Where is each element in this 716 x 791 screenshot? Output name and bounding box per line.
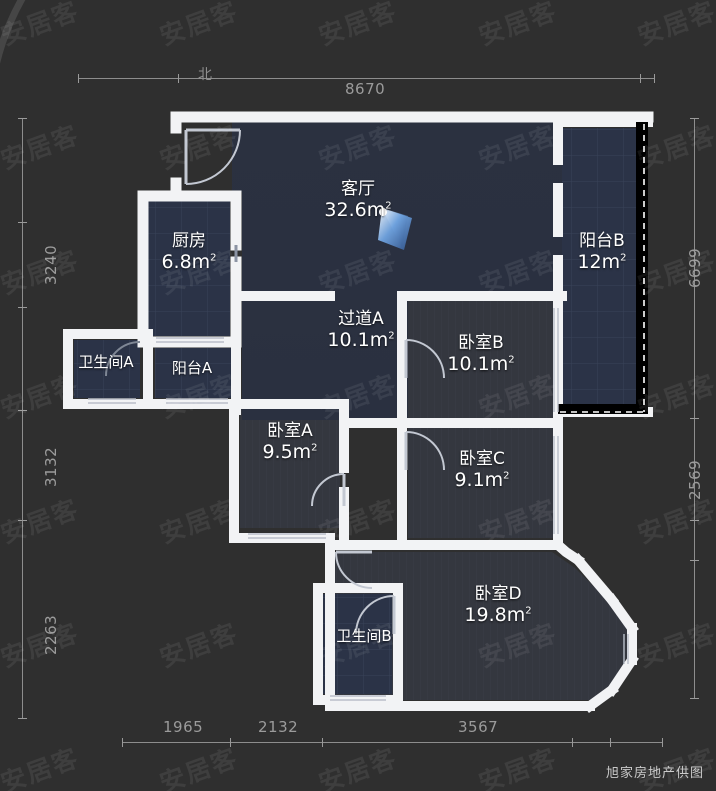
room-fill-bedroom-c xyxy=(408,428,554,538)
dim-tick xyxy=(230,738,231,747)
dim-tick xyxy=(690,418,699,419)
room-fill-bedroom-d xyxy=(330,552,632,700)
dim-label-bottom-3567: 3567 xyxy=(458,718,499,736)
dim-tick xyxy=(690,118,699,119)
dim-line-left xyxy=(22,118,23,718)
dim-tick xyxy=(78,74,79,83)
dim-tick xyxy=(572,738,573,747)
dim-tick xyxy=(690,560,699,561)
dim-label-bottom-1965: 1965 xyxy=(163,718,204,736)
dim-tick xyxy=(610,738,611,747)
sun-orientation-icon xyxy=(378,208,412,250)
room-fill-bedroom-a xyxy=(240,400,340,528)
dim-tick xyxy=(322,738,323,747)
dim-tick xyxy=(122,738,123,747)
dim-tick xyxy=(18,410,27,411)
dim-tick xyxy=(18,307,27,308)
dim-tick xyxy=(662,738,663,747)
credit-text: 旭家房地产供图 xyxy=(605,766,704,781)
dim-tick xyxy=(18,118,27,119)
dim-tick xyxy=(18,520,27,521)
dim-label-top-8670: 8670 xyxy=(345,80,386,98)
dim-tick xyxy=(640,74,641,83)
dim-line-right xyxy=(694,118,695,698)
room-fill-balcony-b xyxy=(562,128,642,410)
dim-tick xyxy=(690,520,699,521)
door-group xyxy=(105,128,445,635)
window-group xyxy=(88,308,629,701)
dim-tick xyxy=(654,74,655,83)
dim-tick xyxy=(178,74,179,83)
room-fill-kitchen xyxy=(148,198,230,336)
dim-line-bottom xyxy=(122,742,662,743)
dim-tick xyxy=(690,698,699,699)
room-fill-balcony-a xyxy=(155,348,231,398)
room-fill-bedroom-b xyxy=(408,300,554,418)
exterior-glass-wall xyxy=(558,122,648,414)
compass-north-label: 北 xyxy=(198,67,212,83)
dim-tick xyxy=(18,718,27,719)
dim-tick xyxy=(18,222,27,223)
dim-line-top xyxy=(78,78,654,79)
dim-label-bottom-2132: 2132 xyxy=(258,718,299,736)
